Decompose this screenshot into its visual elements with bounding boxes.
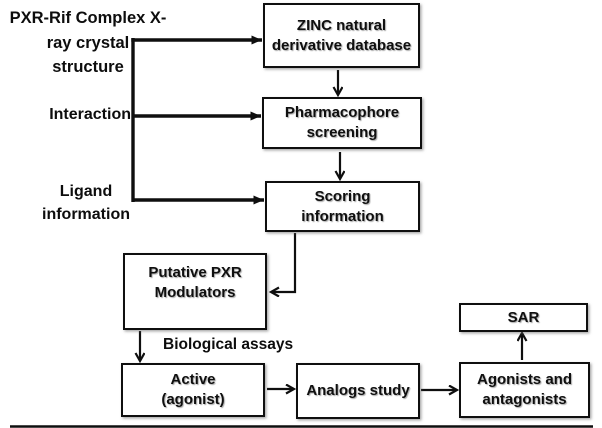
node-putative-pxr-modulators: Putative PXR Modulators bbox=[123, 253, 267, 330]
label-ligand-information: Ligand information bbox=[28, 181, 144, 226]
label-line: ray crystal bbox=[46, 33, 130, 52]
label-line: information bbox=[42, 205, 130, 223]
node-sar: SAR bbox=[459, 303, 588, 332]
arrow-scoring-to-putative bbox=[271, 233, 297, 292]
node-label-line: Agonists and bbox=[476, 371, 572, 388]
label-biological-assays: Biological assays bbox=[163, 336, 293, 354]
label-line: structure bbox=[52, 58, 124, 76]
label-interaction: Interaction bbox=[0, 106, 131, 124]
label-crystal-structure: PXR-Rif Complex X- ray crystal structure bbox=[0, 6, 176, 80]
label-line: PXR-Rif Complex X- bbox=[9, 9, 167, 27]
node-label-line: Scoring bbox=[314, 187, 371, 205]
node-analogs-study: Analogs study bbox=[296, 363, 420, 419]
node-zinc-database: ZINC natural derivative database bbox=[263, 3, 420, 68]
label-line: Interaction bbox=[49, 106, 131, 123]
label-line: Ligand bbox=[59, 183, 113, 200]
node-label-line: Modulators bbox=[154, 284, 236, 301]
node-label-line: SAR bbox=[507, 308, 540, 326]
node-active-agonist: Active (agonist) bbox=[121, 363, 265, 417]
node-label-line: Active bbox=[170, 371, 216, 388]
node-label-line: Putative PXR bbox=[148, 264, 242, 281]
node-label-line: Analogs study bbox=[306, 382, 410, 399]
node-label-line: information bbox=[301, 207, 384, 225]
node-agonists-antagonists: Agonists and antagonists bbox=[459, 362, 590, 418]
node-scoring-information: Scoring information bbox=[265, 181, 420, 232]
node-label-line: Pharmacophore bbox=[284, 104, 400, 121]
node-label-line: ZINC natural bbox=[296, 16, 387, 34]
node-label-line: antagonists bbox=[482, 391, 567, 408]
label-line: Biological assays bbox=[163, 336, 294, 353]
node-label-line: derivative database bbox=[271, 36, 412, 54]
node-pharmacophore-screening: Pharmacophore screening bbox=[262, 97, 422, 149]
node-label-line: screening bbox=[306, 124, 378, 141]
node-label-line: (agonist) bbox=[161, 391, 225, 408]
